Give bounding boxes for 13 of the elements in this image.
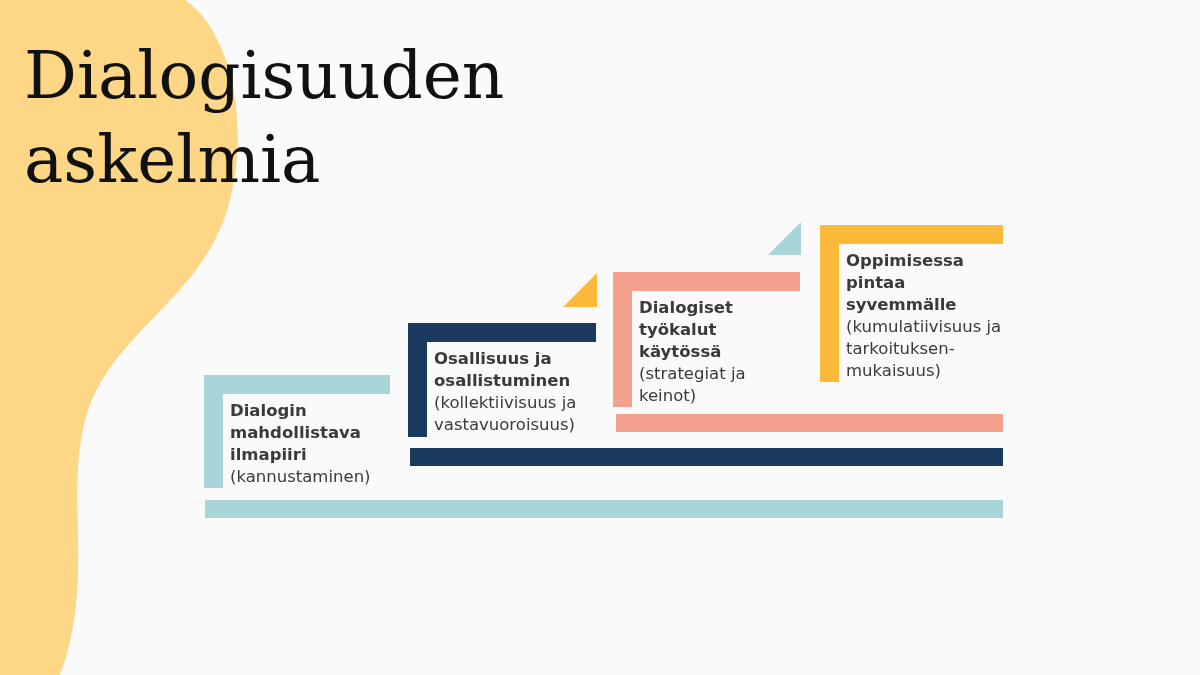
title: Dialogisuuden askelmia	[24, 36, 506, 200]
step-description: (strategiat ja keinot)	[639, 363, 747, 407]
step-heading: Dialogin mahdollistava ilmapiiri	[230, 400, 362, 466]
step-heading: Osallisuus ja osallistuminen	[434, 348, 572, 392]
step-description: (kumulatiivisuus ja tarkoituksen-mukaisuus)	[846, 316, 1003, 382]
step-heading: Oppimisessa pintaa syvemmälle	[846, 250, 965, 316]
step-frame	[820, 225, 1003, 382]
step-bar	[616, 414, 1003, 432]
step-description: (kannustaminen)	[230, 466, 372, 488]
step-bar	[410, 448, 1003, 466]
step-heading: Dialogiset työkalut käytössä	[639, 297, 734, 363]
step-description: (kollektiivisuus ja vastavuoroisuus)	[434, 392, 578, 436]
step-bar	[205, 500, 1003, 518]
